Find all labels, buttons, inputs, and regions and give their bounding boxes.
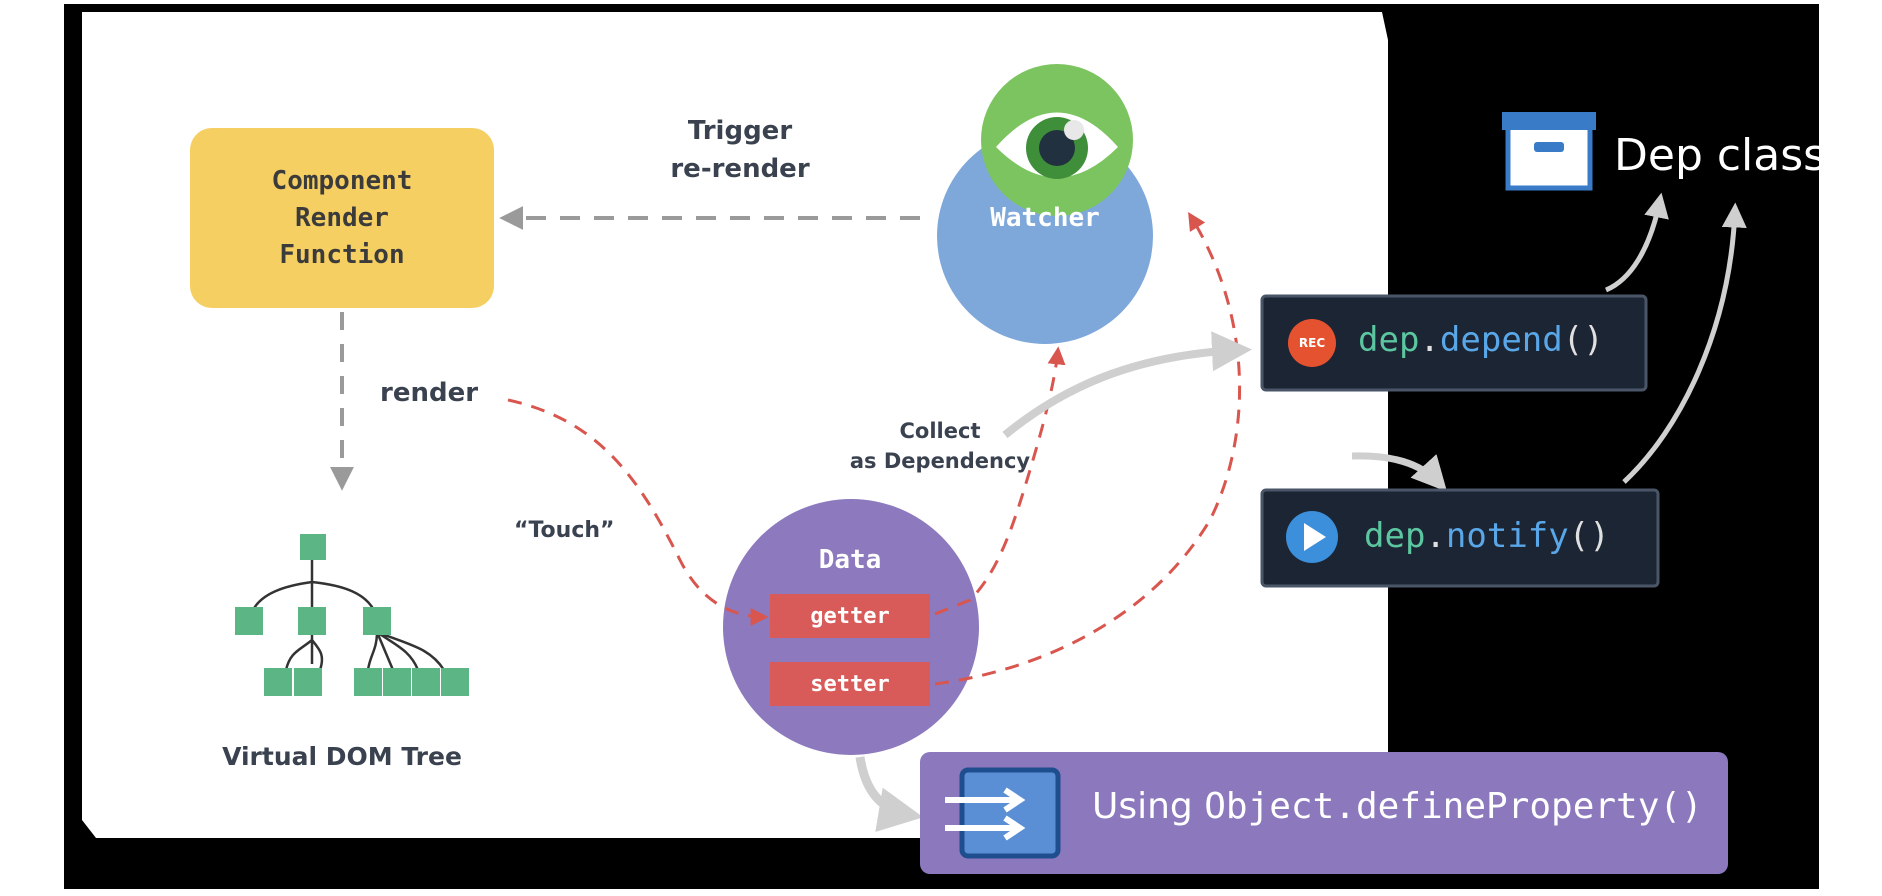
- collect-line1: Collect: [899, 419, 981, 443]
- notify-label: Notify: [1266, 444, 1339, 468]
- archive-box-icon: [1502, 112, 1596, 191]
- setter-label: setter: [810, 671, 890, 697]
- component-render-box: [190, 128, 494, 308]
- play-triangle: [1304, 523, 1326, 551]
- notify-arrow-red: [934, 211, 1242, 686]
- collect-line2: as Dependency: [849, 449, 1031, 473]
- depend-to-dep-class-arrow: [1604, 192, 1669, 293]
- depend-dot: .: [1419, 320, 1440, 360]
- rec-icon: [1288, 319, 1336, 367]
- notify-parens: (): [1568, 516, 1610, 556]
- component-line2: Render: [295, 202, 389, 233]
- collect-label: Collect as Dependency: [840, 414, 1040, 478]
- component-line1: Component: [271, 165, 413, 196]
- rec-badge: REC: [1298, 336, 1326, 350]
- notify-method: notify: [1445, 516, 1569, 556]
- getter-label: getter: [810, 603, 890, 629]
- vdom-tree-icon: [235, 534, 469, 696]
- eye-pupil: [1039, 130, 1075, 166]
- depend-method: depend: [1439, 320, 1563, 360]
- depend-obj: dep: [1358, 320, 1420, 360]
- depend-button-bg: [1260, 294, 1648, 392]
- depend-code: dep.depend(): [1358, 320, 1604, 360]
- notify-to-dep-class-arrow: [1622, 202, 1747, 484]
- watcher-label: Watcher: [990, 203, 1100, 233]
- eye-highlight: [1064, 120, 1084, 140]
- component-line3: Function: [279, 239, 405, 270]
- notify-obj: dep: [1364, 516, 1426, 556]
- trigger-label: Trigger re-render: [640, 110, 840, 190]
- depend-parens: (): [1562, 320, 1604, 360]
- render-label: render: [380, 378, 479, 408]
- data-to-define-arrow: [855, 756, 924, 832]
- component-render-label: Component Render Function: [190, 164, 494, 272]
- define-code: Object.defineProperty(): [1204, 786, 1703, 827]
- notify-to-btn-arrow: [1351, 452, 1448, 492]
- define-property-bg: [920, 752, 1728, 874]
- touch-label: “Touch”: [514, 518, 615, 543]
- notify-code: dep.notify(): [1364, 516, 1610, 556]
- setter-box: [770, 662, 930, 706]
- define-using: Using: [1092, 786, 1193, 827]
- collect-arrow: [934, 346, 1066, 616]
- notify-button-bg: [1260, 488, 1660, 588]
- data-title: Data: [818, 545, 882, 575]
- touch-arrow: [507, 398, 769, 626]
- trigger-line1: Trigger: [687, 116, 793, 146]
- getter-box: [770, 594, 930, 638]
- dep-class-label: Dep class: [1614, 130, 1827, 181]
- vdom-label: Virtual DOM Tree: [222, 741, 462, 771]
- transfer-icon: [945, 767, 1061, 859]
- collect-to-depend-arrow: [1002, 331, 1252, 439]
- notify-dot: .: [1425, 516, 1446, 556]
- define-property-label: Using Object.defineProperty(): [1092, 786, 1703, 827]
- trigger-line2: re-render: [670, 154, 810, 184]
